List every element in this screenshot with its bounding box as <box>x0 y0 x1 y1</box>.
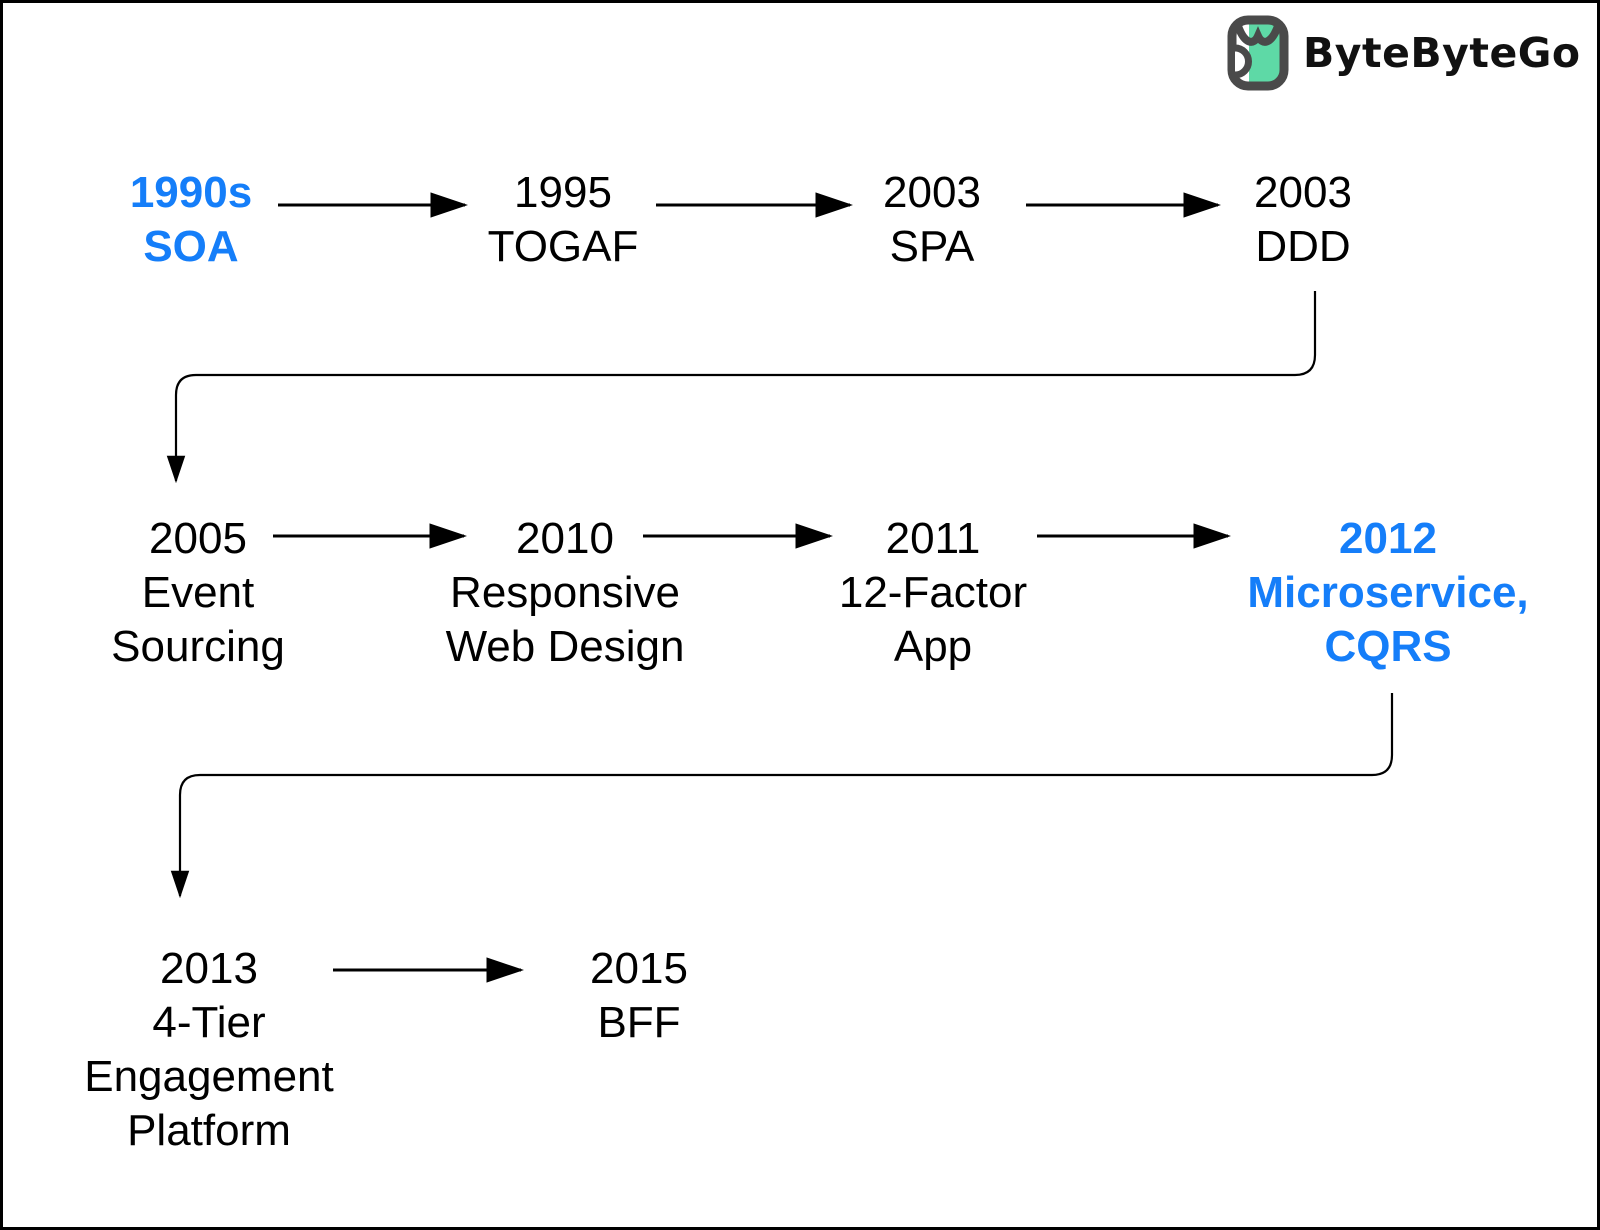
node-year: 2003 <box>883 168 981 217</box>
node-year: 2015 <box>590 944 688 993</box>
timeline-node-12-factor-app: 2011 12-Factor App <box>839 512 1027 674</box>
timeline-node-event-sourcing: 2005 Event Sourcing <box>111 512 285 674</box>
timeline-node-responsive-web-design: 2010 Responsive Web Design <box>446 512 685 674</box>
node-year: 2013 <box>160 944 258 993</box>
brand-name: ByteByteGo <box>1303 29 1581 77</box>
node-label: SOA <box>143 222 239 271</box>
connector-cqrs-to-4tier <box>170 693 1394 899</box>
node-label: Web Design <box>445 622 685 671</box>
arrow-layer <box>166 192 1394 983</box>
timeline-node-soa: 1990s SOA <box>130 166 252 274</box>
brand-logo: ByteByteGo <box>1227 15 1581 91</box>
node-year: 2005 <box>149 514 247 563</box>
bytebytego-owl-icon <box>1227 15 1289 91</box>
timeline-node-spa: 2003 SPA <box>883 166 981 274</box>
timeline-node-togaf: 1995 TOGAF <box>488 166 639 274</box>
node-label: 4-Tier <box>152 998 266 1047</box>
node-year: 1990s <box>129 168 253 217</box>
node-label: CQRS <box>1324 622 1452 671</box>
node-label: Responsive <box>450 568 680 617</box>
timeline-node-microservice-cqrs: 2012 Microservice, CQRS <box>1247 512 1528 674</box>
node-year: 1995 <box>514 168 612 217</box>
node-year: 2003 <box>1254 168 1352 217</box>
node-label: TOGAF <box>487 222 639 271</box>
node-label: Platform <box>127 1106 291 1155</box>
node-label: 12-Factor <box>838 568 1028 617</box>
node-label: Microservice, <box>1247 568 1529 617</box>
timeline-node-bff: 2015 BFF <box>590 942 688 1050</box>
node-label: DDD <box>1255 222 1351 271</box>
node-label: Engagement <box>84 1052 334 1101</box>
node-label: BFF <box>597 998 681 1047</box>
timeline-node-ddd: 2003 DDD <box>1254 166 1352 274</box>
node-label: SPA <box>889 222 975 271</box>
timeline-node-4-tier-engagement-platform: 2013 4-Tier Engagement Platform <box>84 942 334 1158</box>
connector-ddd-to-event-sourcing <box>166 291 1317 484</box>
node-year: 2011 <box>885 514 981 563</box>
node-label: App <box>893 622 973 671</box>
node-year: 2012 <box>1339 514 1437 563</box>
node-label: Sourcing <box>111 622 285 671</box>
node-label: Event <box>141 568 255 617</box>
node-year: 2010 <box>516 514 614 563</box>
